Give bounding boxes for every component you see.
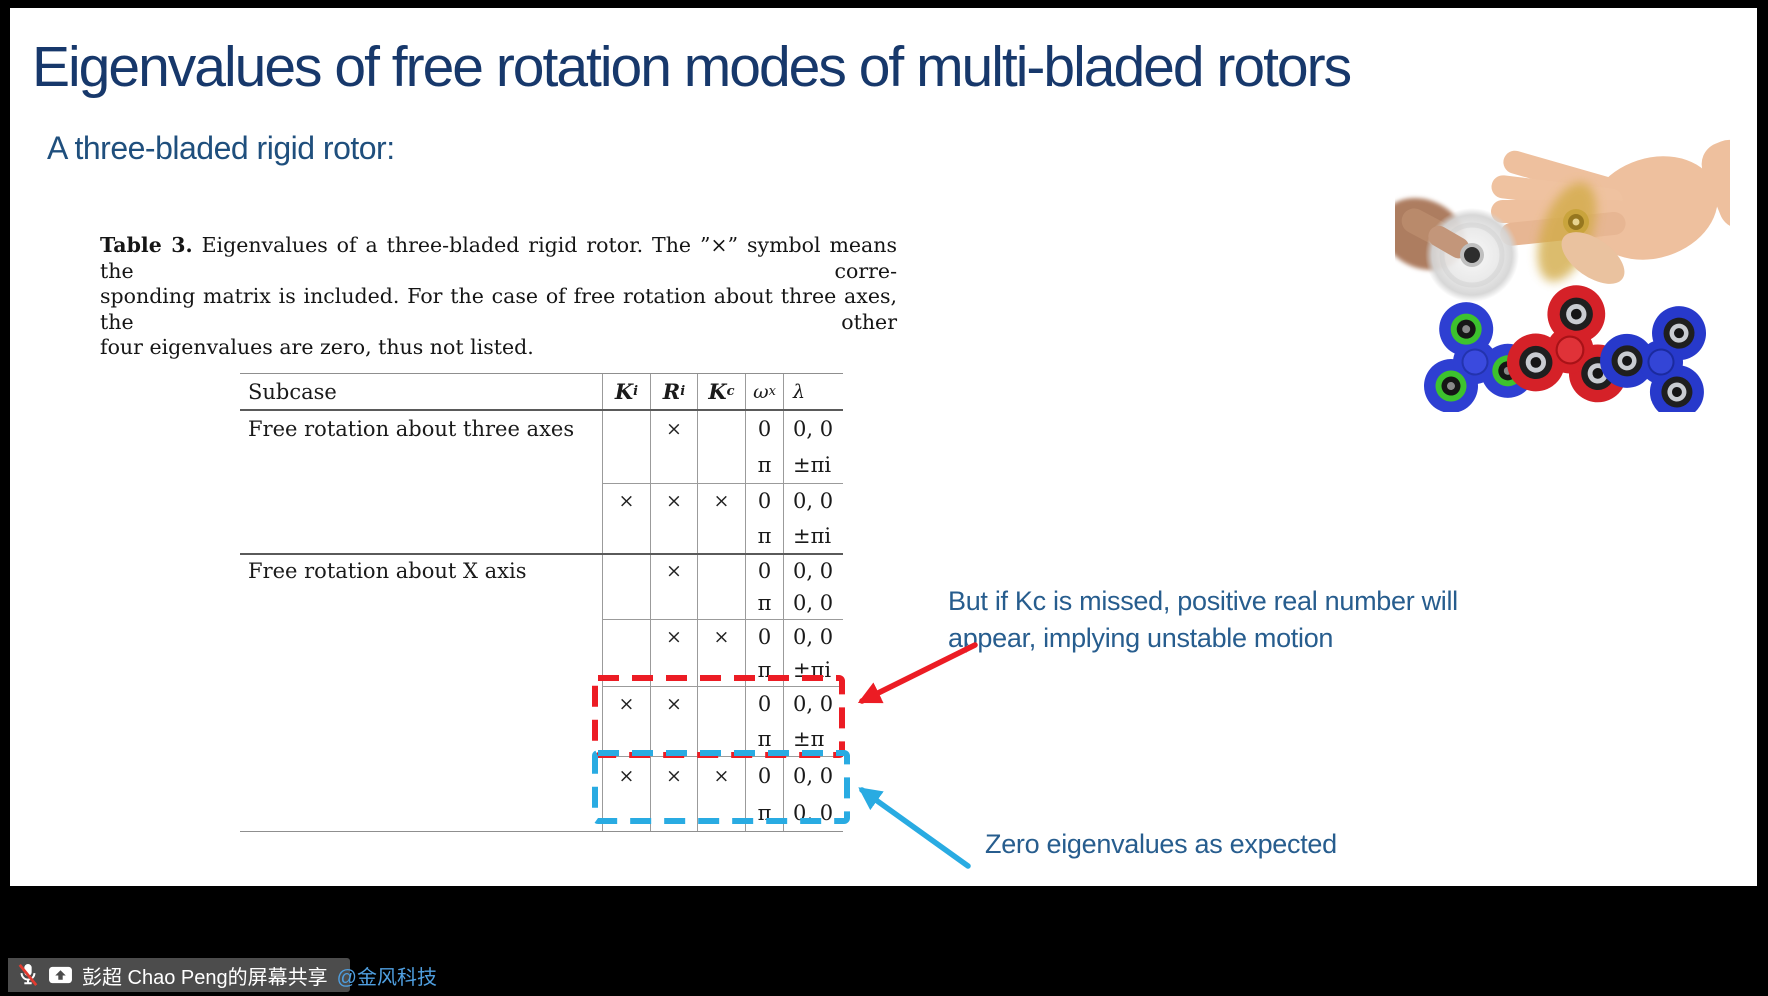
header-lambda: λ — [783, 374, 843, 409]
ri-mark: × — [650, 619, 697, 686]
caption-line1: Eigenvalues of a three-bladed rigid roto… — [100, 233, 897, 283]
ri-mark: × — [650, 756, 697, 831]
kc-mark: × — [697, 619, 745, 686]
lambda-values: 0, 0±πi — [783, 483, 843, 553]
lambda-values: 0, 0±πi — [783, 411, 843, 483]
ki-mark: × — [602, 756, 650, 831]
slide-title: Eigenvalues of free rotation modes of mu… — [32, 35, 1352, 99]
unstable-note-line1: But if Kc is missed, positive real numbe… — [948, 586, 1458, 616]
ki-mark — [602, 555, 650, 619]
ki-mark: × — [602, 483, 650, 553]
lambda-values: 0, 0±π — [783, 686, 843, 756]
subcase-label: Free rotation about X axis — [248, 559, 527, 583]
presentation-slide — [10, 8, 1757, 886]
ri-mark: × — [650, 686, 697, 756]
screen-share-icon — [48, 965, 73, 986]
kc-mark: × — [697, 756, 745, 831]
zero-eigenvalue-note: Zero eigenvalues as expected — [985, 829, 1337, 859]
kc-mark — [697, 555, 745, 619]
ri-mark: × — [650, 411, 697, 483]
ki-mark — [602, 619, 650, 686]
lambda-values: 0, 0±πi — [783, 619, 843, 686]
ri-mark: × — [650, 483, 697, 553]
slide-subtitle: A three-bladed rigid rotor: — [47, 130, 395, 166]
unstable-note: But if Kc is missed, positive real numbe… — [948, 583, 1458, 657]
header-subcase: Subcase — [248, 379, 337, 404]
gold-spinner-blur — [1537, 182, 1625, 284]
table-caption: Table 3. Eigenvalues of a three-bladed r… — [100, 233, 897, 361]
mention-link[interactable]: @金风科技 — [336, 966, 437, 989]
ki-mark: × — [602, 686, 650, 756]
ki-mark — [602, 411, 650, 483]
caption-label: Table 3. — [100, 233, 193, 257]
kc-mark — [697, 686, 745, 756]
caption-line3: four eigenvalues are zero, thus not list… — [100, 335, 534, 359]
blue-spinner — [1600, 306, 1707, 412]
ri-mark: × — [650, 555, 697, 619]
spinning-spinner-blur — [1395, 198, 1519, 302]
unstable-note-line2: appear, implying unstable motion — [948, 623, 1334, 653]
kc-mark: × — [697, 483, 745, 553]
fidget-spinner-photo — [1395, 139, 1730, 412]
microphone-muted-icon — [17, 962, 39, 988]
share-owner-label: 彭超 Chao Peng的屏幕共享 — [82, 966, 328, 989]
caption-line2: sponding matrix is included. For the cas… — [100, 284, 897, 334]
subcase-label: Free rotation about three axes — [248, 417, 575, 441]
kc-mark — [697, 411, 745, 483]
screen-share-status-bar[interactable]: 彭超 Chao Peng的屏幕共享 @金风科技 — [8, 958, 437, 992]
